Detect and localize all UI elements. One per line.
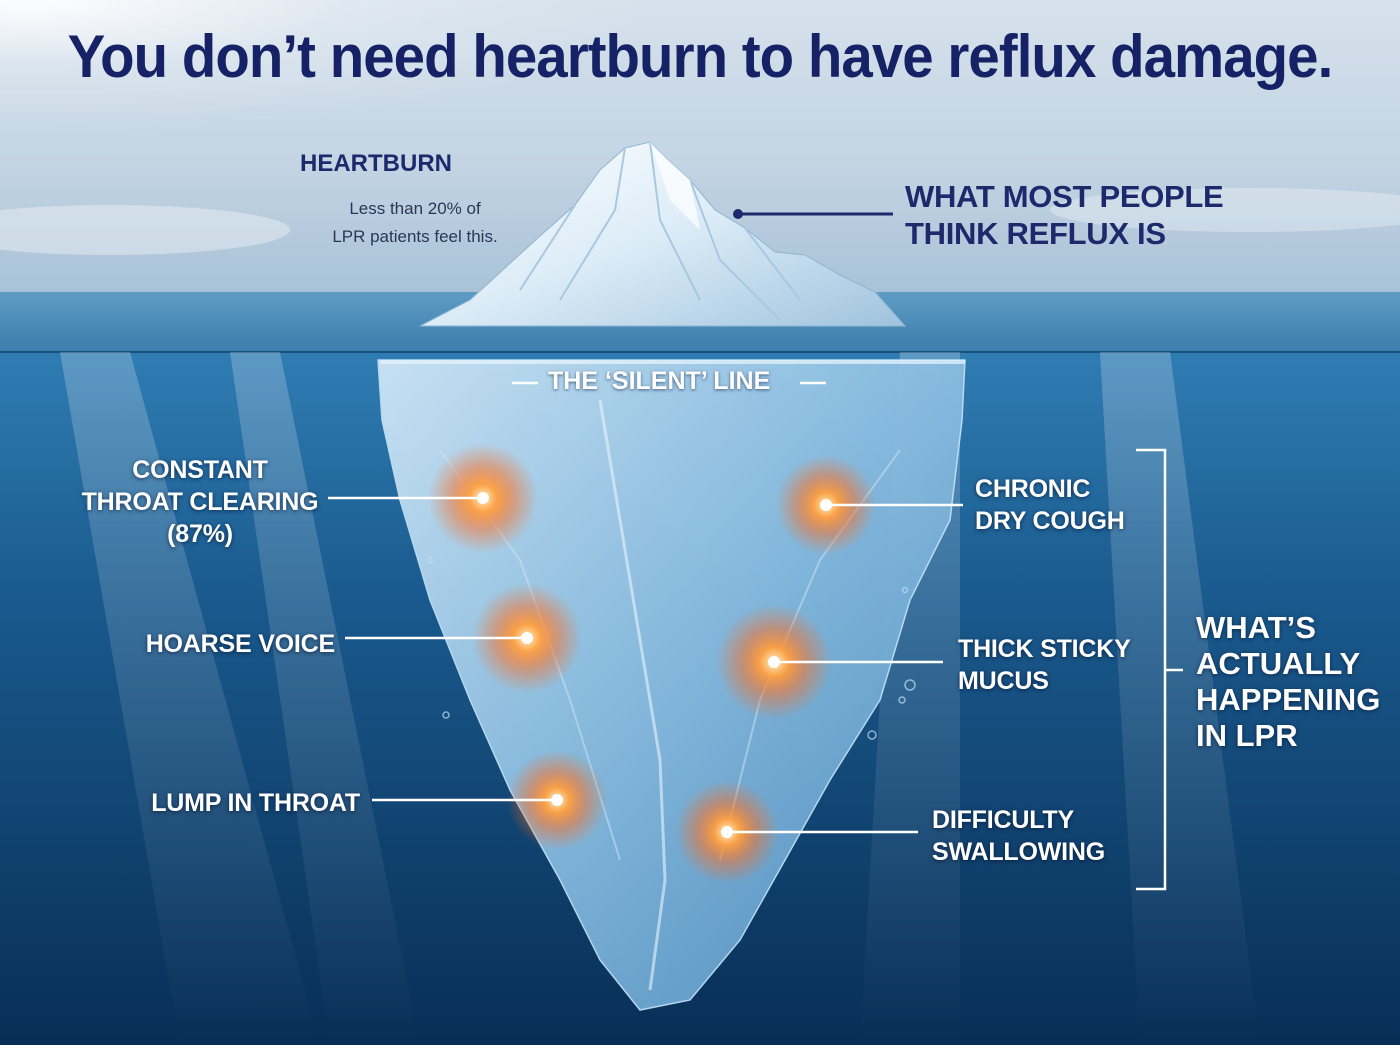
symptom-difficulty-swallowing: DIFFICULTY SWALLOWING [932,804,1105,868]
reality-label-line: IN LPR [1196,718,1298,753]
headline: You don’t need heartburn to have reflux … [67,23,1334,90]
reality-label: WHAT’S ACTUALLY HAPPENING IN LPR [1196,610,1380,754]
symptom-line: CHRONIC [975,475,1091,503]
heartburn-subtitle: Less than 20% of LPR patients feel this. [290,195,540,251]
symptom-line: CONSTANT [132,456,268,484]
symptom-line: DRY COUGH [975,507,1125,535]
myth-label-line: WHAT MOST PEOPLE [905,179,1224,214]
heartburn-subtitle-line: LPR patients feel this. [332,227,498,246]
symptom-line: DIFFICULTY [932,806,1074,834]
symptom-lump-in-throat: LUMP IN THROAT [130,787,360,819]
reality-label-line: ACTUALLY [1196,646,1361,681]
reality-label-line: HAPPENING [1196,682,1381,717]
symptom-throat-clearing: CONSTANT THROAT CLEARING (87%) [80,454,320,550]
symptom-line: (87%) [167,520,233,548]
symptom-line: MUCUS [958,667,1049,695]
myth-label-line: THINK REFLUX IS [905,216,1166,251]
symptom-sticky-mucus: THICK STICKY MUCUS [958,633,1131,697]
symptom-line: SWALLOWING [932,838,1105,866]
symptom-line: THICK STICKY [958,635,1131,663]
symptom-line: THROAT CLEARING [81,488,319,516]
heartburn-subtitle-line: Less than 20% of [349,199,481,218]
myth-label: WHAT MOST PEOPLE THINK REFLUX IS [905,178,1224,252]
heartburn-title: HEARTBURN [300,150,452,177]
symptom-line: HOARSE VOICE [145,630,336,658]
reality-label-line: WHAT’S [1196,610,1316,645]
symptom-line: LUMP IN THROAT [151,789,360,817]
iceberg-tip [419,141,907,327]
symptom-hoarse-voice: HOARSE VOICE [130,628,336,660]
silent-line-label: THE ‘SILENT’ LINE [548,367,771,395]
leader-lines [328,209,1183,891]
bubbles [426,556,916,740]
symptom-dry-cough: CHRONIC DRY COUGH [975,473,1125,537]
